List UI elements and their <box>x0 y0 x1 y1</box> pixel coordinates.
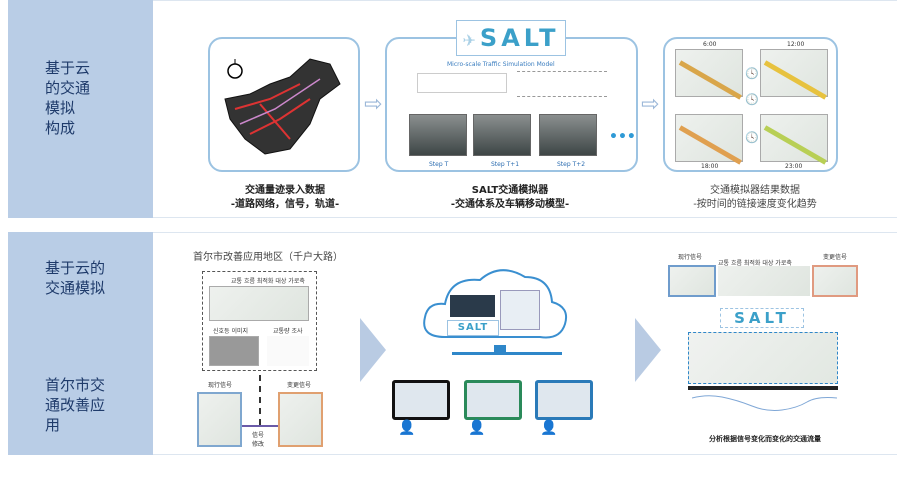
chevron-right-icon <box>360 318 386 382</box>
chevron-right-icon <box>635 318 661 382</box>
more-indicator: ••• <box>609 129 636 145</box>
map-title: 교통 흐름 최적화 대상 가로축 <box>231 278 305 285</box>
connector <box>259 375 261 425</box>
changed-signal-label: 变更信号 <box>823 254 848 261</box>
monitor-icon <box>535 380 593 420</box>
cloud-salt-logo: SALT <box>447 320 499 336</box>
user-icon: 👤 <box>540 420 558 436</box>
traffic-input-panel <box>208 37 360 172</box>
label-line: 的交通 <box>45 79 91 97</box>
clock-icon: 🕓 <box>745 93 759 106</box>
salt-logo-text: SALT <box>479 24 560 52</box>
label-line: 构成 <box>45 119 76 137</box>
target-area-box: 교통 흐름 최적화 대상 가로축 신호등 이미지 교통량 조사 <box>202 271 317 371</box>
monitor-icon <box>464 380 522 420</box>
road <box>678 125 742 165</box>
model-diagram <box>417 73 507 93</box>
road <box>678 60 742 100</box>
server-icon <box>494 345 506 355</box>
result-map <box>760 49 828 100</box>
row2-label-bottom: 首尔市交 通改善应 用 <box>45 375 105 435</box>
panel1-caption: 交通量迹录入数据 -道路网络，信号，轨道- <box>200 184 370 212</box>
label-line: 基于云 <box>45 59 91 77</box>
chart-image <box>500 290 540 330</box>
simulation-result-panel: 6:00 12:00 18:00 23:00 🕓 🕓 🕓 <box>663 37 838 172</box>
step-label: Step T <box>429 161 449 168</box>
vehicle-diagram <box>517 71 607 97</box>
panel3-caption: 交通模拟器结果数据 -按时间的链接速度变化趋势 <box>680 184 830 212</box>
current-signal-image <box>197 392 242 447</box>
corridor-map <box>209 286 309 321</box>
clock-icon: 🕓 <box>745 131 759 144</box>
caption-line: -道路网络，信号，轨道- <box>230 199 340 210</box>
caption-line: 交通量迹录入数据 <box>245 185 325 196</box>
area-title: 首尔市改善应用地区（千户大路） <box>193 252 343 263</box>
network-bus <box>452 352 562 355</box>
timeline-bar <box>688 386 838 390</box>
arrow-right-icon: ⇨ <box>364 92 383 117</box>
result-map <box>675 49 743 100</box>
caption-line: -按时间的链接速度变化趋势 <box>693 199 817 210</box>
current-signal-image <box>668 265 716 297</box>
label-line: 基于云的 <box>45 259 106 277</box>
connector <box>242 425 278 427</box>
row-label-band <box>8 232 153 455</box>
sub-title: 교통량 조사 <box>273 328 303 335</box>
caption-line: 交通模拟器结果数据 <box>710 185 800 196</box>
time-label: 6:00 <box>703 41 717 48</box>
user-icon: 👤 <box>468 420 486 436</box>
flow-line-chart <box>692 395 837 411</box>
current-signal-label: 现行信号 <box>208 382 233 389</box>
changed-signal-image <box>278 392 323 447</box>
salt-simulator-panel: Micro-scale Traffic Simulation Model Ste… <box>385 37 638 172</box>
right-caption: 分析根据信号变化而变化的交通流量 <box>709 435 821 443</box>
plane-icon: ✈ <box>462 31 480 50</box>
label-line: 交通模拟 <box>45 279 106 297</box>
user-icon: 👤 <box>398 420 416 436</box>
road <box>763 125 827 165</box>
simulation-result-map <box>688 332 838 384</box>
model-title: Micro-scale Traffic Simulation Model <box>447 61 555 68</box>
changed-signal-label: 变更信号 <box>287 382 312 389</box>
signal-change-label: 信号 修改 <box>252 432 265 448</box>
time-label: 18:00 <box>701 163 719 170</box>
step-label: Step T+1 <box>491 161 520 168</box>
road <box>763 60 827 100</box>
current-signal-label: 现行信号 <box>678 254 703 261</box>
row1-label: 基于云 的交通 模拟 构成 <box>45 58 90 138</box>
traffic-survey-image <box>267 336 309 366</box>
row-label-band <box>8 0 153 218</box>
result-map <box>675 114 743 165</box>
label-line: 首尔市交 <box>45 376 106 394</box>
result-map <box>760 114 828 165</box>
salt-logo: ✈SALT <box>456 20 566 56</box>
step-label: Step T+2 <box>557 161 586 168</box>
intersection-image <box>209 336 259 366</box>
time-label: 23:00 <box>785 163 803 170</box>
caption-line: -交通体系及车辆移动模型- <box>450 199 570 210</box>
step-image <box>409 114 467 156</box>
label-line: 模拟 <box>45 99 76 117</box>
panel2-caption: SALT交通模拟器 -交通体系及车辆移动模型- <box>420 184 600 212</box>
step-image <box>473 114 531 156</box>
sub-title: 신호등 이미지 <box>213 328 249 335</box>
label-line: 通改善应 <box>45 396 106 414</box>
row2-label-top: 基于云的 交通模拟 <box>45 258 105 298</box>
time-label: 12:00 <box>787 41 805 48</box>
map-title: 교통 흐름 최적화 대상 가로축 <box>718 260 792 267</box>
arrow-right-icon: ⇨ <box>641 92 660 117</box>
road-network-map <box>224 58 341 155</box>
corridor-map <box>718 266 810 296</box>
right-salt-logo: SALT <box>720 308 804 328</box>
changed-signal-image <box>812 265 858 297</box>
caption-line: SALT交通模拟器 <box>471 185 549 196</box>
clock-icon: 🕓 <box>745 67 759 80</box>
monitor-icon <box>392 380 450 420</box>
step-image <box>539 114 597 156</box>
dashboard-image <box>450 295 495 317</box>
label-line: 用 <box>45 416 61 434</box>
